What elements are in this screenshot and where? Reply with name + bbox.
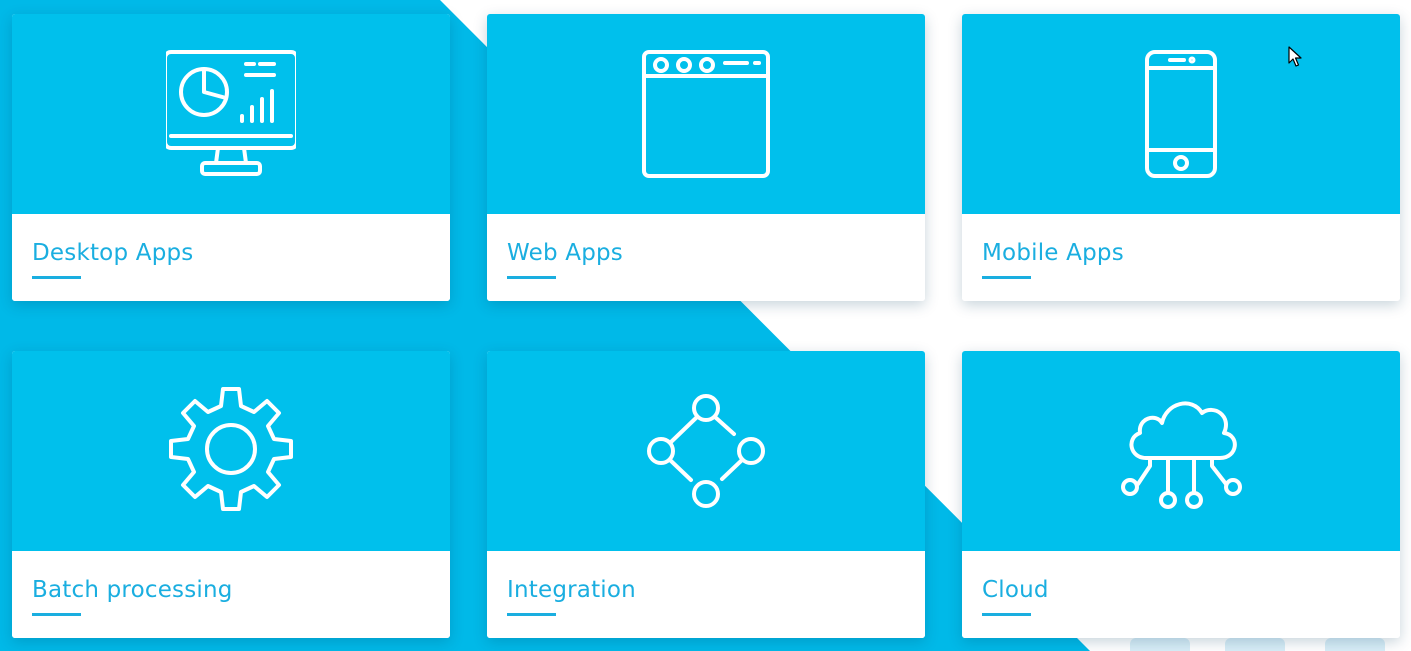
card-icon-area xyxy=(487,14,925,214)
card-label-area: Batch processing xyxy=(12,551,450,638)
browser-window-icon xyxy=(642,50,770,178)
card-integration[interactable]: Integration xyxy=(487,351,925,638)
integration-nodes-icon xyxy=(647,394,765,508)
card-title[interactable]: Desktop Apps xyxy=(32,240,194,266)
gear-icon xyxy=(169,387,293,511)
title-underline xyxy=(32,613,81,616)
card-mobile-apps[interactable]: Mobile Apps xyxy=(962,14,1400,301)
card-cloud[interactable]: Cloud xyxy=(962,351,1400,638)
title-underline xyxy=(982,613,1031,616)
card-desktop-apps[interactable]: Desktop Apps xyxy=(12,14,450,301)
cloud-network-icon xyxy=(1121,401,1242,509)
card-label-area: Desktop Apps xyxy=(12,214,450,301)
card-label-area: Mobile Apps xyxy=(962,214,1400,301)
card-label-area: Cloud xyxy=(962,551,1400,638)
background-decoration xyxy=(1325,638,1385,651)
background-decoration xyxy=(1225,638,1285,651)
card-icon-area xyxy=(12,351,450,551)
card-icon-area xyxy=(962,351,1400,551)
background-decoration xyxy=(1130,638,1190,651)
card-icon-area xyxy=(962,14,1400,214)
desktop-monitor-chart-icon xyxy=(166,50,296,176)
card-web-apps[interactable]: Web Apps xyxy=(487,14,925,301)
title-underline xyxy=(982,276,1031,279)
title-underline xyxy=(507,613,556,616)
card-title[interactable]: Cloud xyxy=(982,577,1049,603)
smartphone-icon xyxy=(1145,50,1217,178)
card-title[interactable]: Batch processing xyxy=(32,577,233,603)
card-icon-area xyxy=(487,351,925,551)
title-underline xyxy=(32,276,81,279)
card-icon-area xyxy=(12,14,450,214)
card-label-area: Web Apps xyxy=(487,214,925,301)
card-label-area: Integration xyxy=(487,551,925,638)
card-title[interactable]: Integration xyxy=(507,577,636,603)
card-title[interactable]: Web Apps xyxy=(507,240,623,266)
card-title[interactable]: Mobile Apps xyxy=(982,240,1124,266)
card-batch-processing[interactable]: Batch processing xyxy=(12,351,450,638)
mouse-cursor-icon xyxy=(1288,46,1302,67)
title-underline xyxy=(507,276,556,279)
